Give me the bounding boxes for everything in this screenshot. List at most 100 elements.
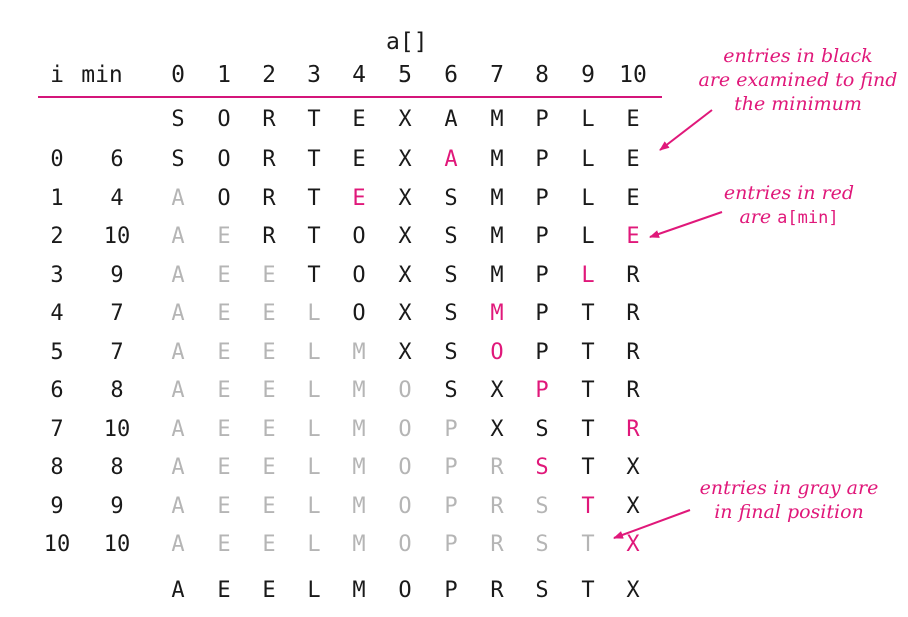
trace-entry: T <box>307 263 321 288</box>
trace-entry: R <box>626 378 640 403</box>
initial-entry: T <box>307 107 321 132</box>
trace-entry: T <box>307 224 321 249</box>
trace-entry: E <box>262 494 276 519</box>
trace-entry: E <box>217 340 231 365</box>
row-i-value: 6 <box>50 378 64 403</box>
final-entry: P <box>444 578 458 603</box>
row-min-value: 10 <box>103 417 131 442</box>
column-header-min: min <box>81 62 123 88</box>
trace-entry: M <box>490 147 504 172</box>
final-entry: A <box>171 578 185 603</box>
trace-entry: O <box>352 263 366 288</box>
trace-entry: R <box>262 186 276 211</box>
index-header: 5 <box>398 62 412 88</box>
trace-entry: A <box>171 532 185 557</box>
trace-entry: S <box>535 494 549 519</box>
trace-entry: X <box>626 455 640 480</box>
trace-entry: M <box>490 301 504 326</box>
trace-entry: P <box>535 340 549 365</box>
row-i-value: 5 <box>50 340 64 365</box>
trace-entry: E <box>626 186 640 211</box>
final-entry: O <box>398 578 412 603</box>
trace-entry: T <box>581 494 595 519</box>
initial-entry: M <box>490 107 504 132</box>
trace-entry: O <box>398 378 412 403</box>
note-black-line-1: entries in black <box>723 45 873 67</box>
trace-entry: M <box>352 532 366 557</box>
row-i-value: 10 <box>43 532 71 557</box>
trace-entry: M <box>352 494 366 519</box>
trace-entry: P <box>535 301 549 326</box>
row-min-value: 8 <box>110 378 124 403</box>
trace-entry: E <box>262 263 276 288</box>
trace-entry: E <box>626 224 640 249</box>
initial-entry: R <box>262 107 276 132</box>
trace-entry: L <box>307 301 321 326</box>
trace-entry: L <box>307 532 321 557</box>
initial-entry: P <box>535 107 549 132</box>
row-min-value: 10 <box>103 532 131 557</box>
note-black-entries: entries in black are examined to find th… <box>683 44 908 116</box>
final-entry: T <box>581 578 595 603</box>
trace-entry: A <box>171 263 185 288</box>
row-i-value: 7 <box>50 417 64 442</box>
trace-entry: X <box>490 417 504 442</box>
row-i-value: 0 <box>50 147 64 172</box>
row-i-value: 2 <box>50 224 64 249</box>
row-i-value: 9 <box>50 494 64 519</box>
row-min-value: 8 <box>110 455 124 480</box>
initial-entry: O <box>217 107 231 132</box>
note-red-entries: entries in red are a[min] <box>674 181 904 230</box>
column-header-i: i <box>50 62 64 88</box>
note-red-line-2: are a[min] <box>674 205 904 230</box>
trace-entry: R <box>626 301 640 326</box>
trace-entry: L <box>307 340 321 365</box>
trace-entry: X <box>490 378 504 403</box>
arrow-red-note <box>649 211 723 238</box>
trace-entry: A <box>171 301 185 326</box>
trace-entry: E <box>262 378 276 403</box>
trace-entry: O <box>398 417 412 442</box>
trace-entry: M <box>490 186 504 211</box>
trace-entry: S <box>444 378 458 403</box>
trace-entry: L <box>307 455 321 480</box>
trace-entry: A <box>171 340 185 365</box>
trace-entry: M <box>490 224 504 249</box>
index-header: 4 <box>352 62 366 88</box>
trace-entry: T <box>581 417 595 442</box>
header-rule <box>38 96 662 98</box>
trace-entry: S <box>535 455 549 480</box>
trace-entry: L <box>581 186 595 211</box>
index-header: 0 <box>171 62 185 88</box>
trace-entry: P <box>535 224 549 249</box>
arrow-gray-note <box>613 509 691 539</box>
trace-entry: E <box>217 532 231 557</box>
trace-entry: X <box>626 494 640 519</box>
final-entry: E <box>217 578 231 603</box>
trace-entry: L <box>307 378 321 403</box>
trace-entry: R <box>626 340 640 365</box>
trace-entry: S <box>535 417 549 442</box>
note-red-line-1: entries in red <box>723 182 855 204</box>
note-black-line-2: are examined to find <box>698 69 898 91</box>
trace-entry: T <box>581 532 595 557</box>
trace-entry: L <box>581 147 595 172</box>
final-entry: S <box>535 578 549 603</box>
row-min-value: 9 <box>110 494 124 519</box>
index-header: 8 <box>535 62 549 88</box>
trace-entry: E <box>352 186 366 211</box>
trace-entry: O <box>398 455 412 480</box>
trace-entry: T <box>307 186 321 211</box>
trace-entry: O <box>217 147 231 172</box>
trace-entry: S <box>171 147 185 172</box>
initial-entry: S <box>171 107 185 132</box>
trace-entry: E <box>262 455 276 480</box>
row-i-value: 4 <box>50 301 64 326</box>
trace-entry: S <box>444 224 458 249</box>
trace-entry: M <box>352 455 366 480</box>
trace-entry: R <box>490 455 504 480</box>
trace-entry: X <box>398 147 412 172</box>
trace-entry: R <box>626 263 640 288</box>
trace-entry: M <box>352 378 366 403</box>
